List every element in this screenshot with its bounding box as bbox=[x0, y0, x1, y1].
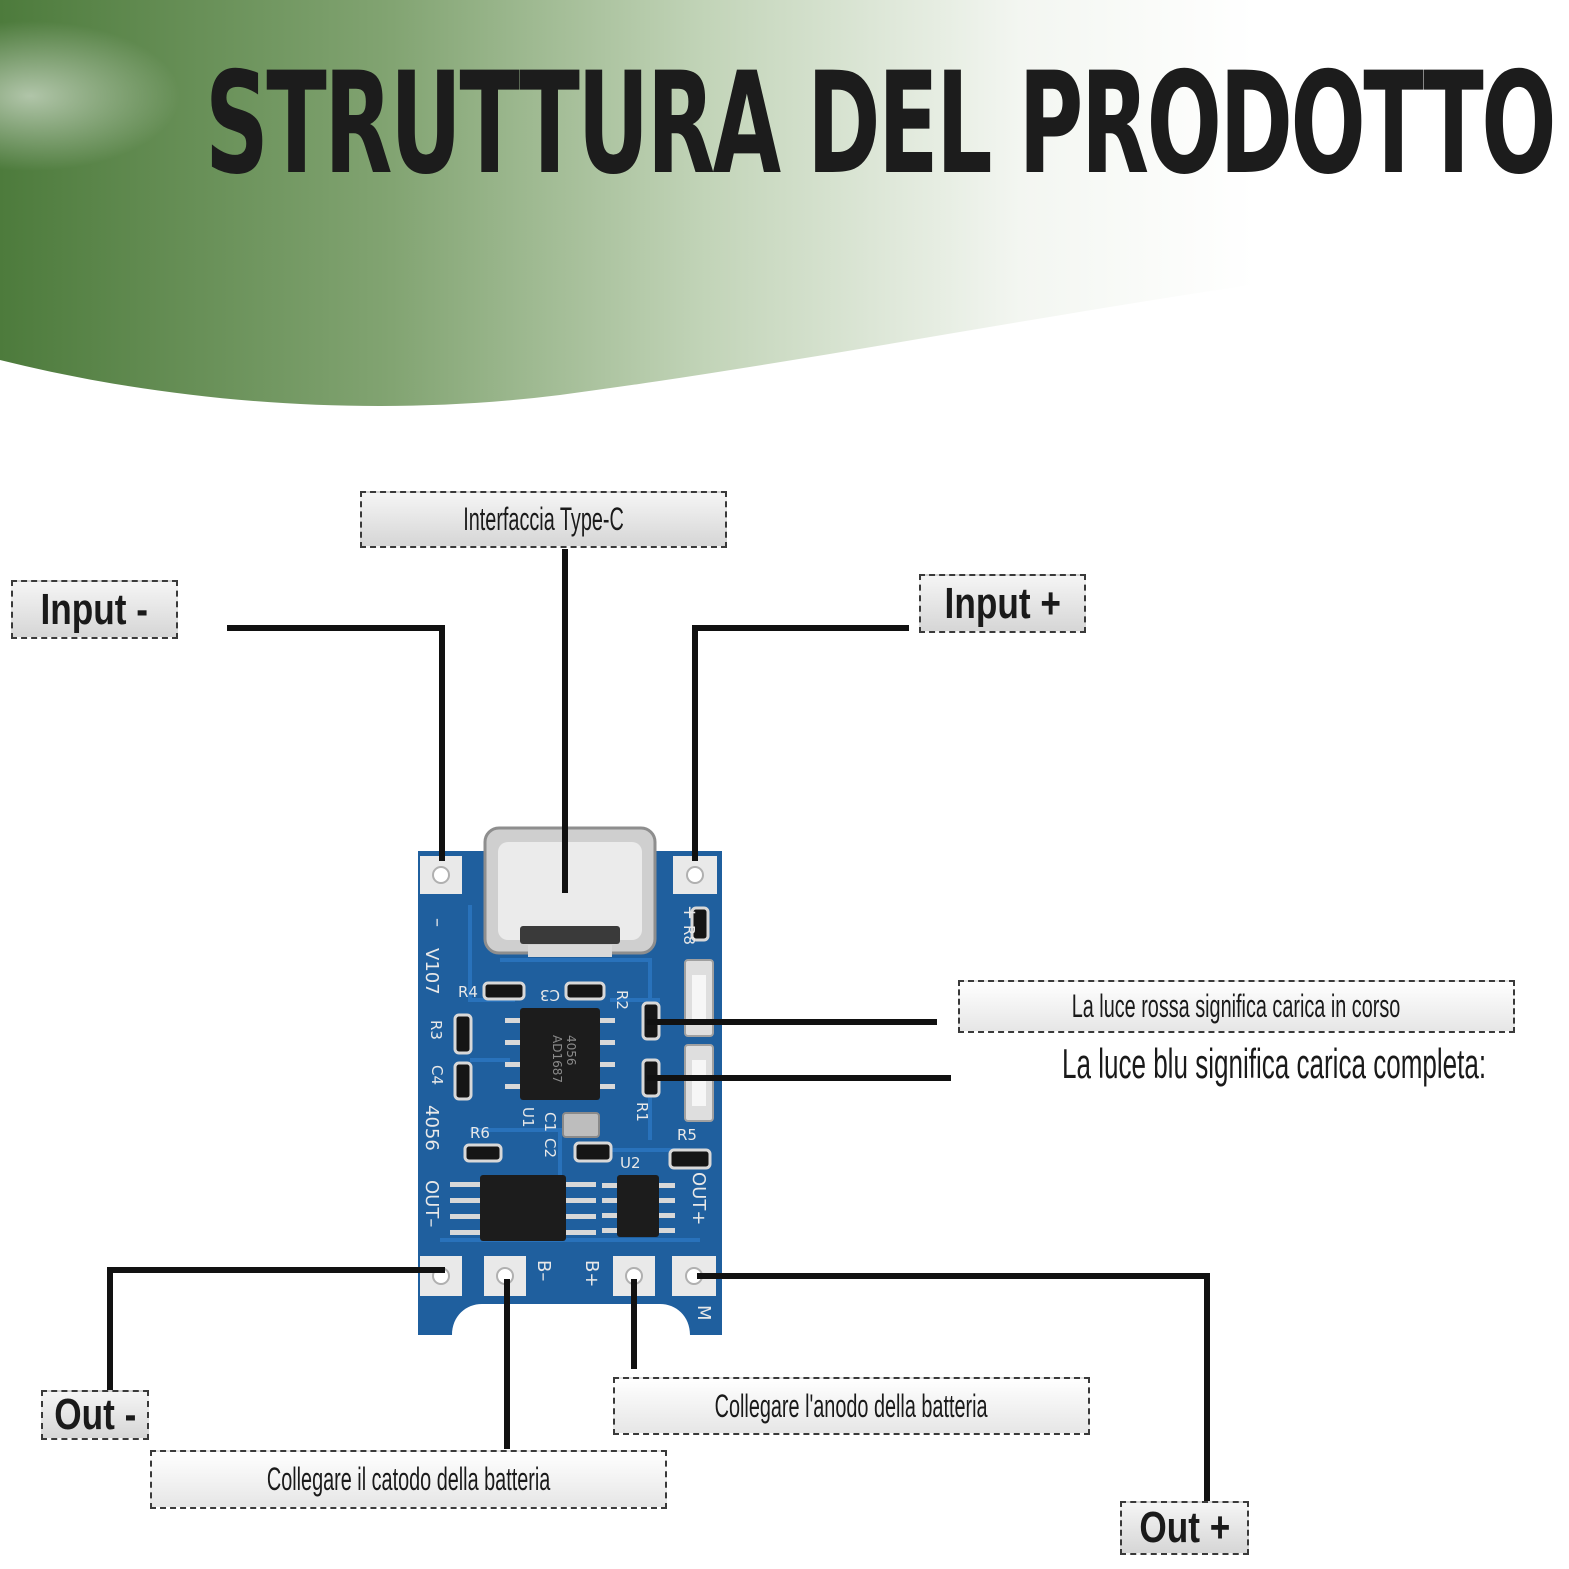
label-cathode: Collegare il catodo della batteria bbox=[150, 1450, 667, 1509]
chip-lot: AD1687 bbox=[550, 1035, 564, 1083]
label-out-minus: Out - bbox=[41, 1390, 149, 1440]
silk-m: M bbox=[693, 1305, 714, 1321]
chip-code: 4056 bbox=[564, 1035, 578, 1066]
silk-c4: C4 bbox=[428, 1065, 446, 1085]
silk-r1: R1 bbox=[633, 1102, 651, 1122]
leader-input-plus bbox=[692, 625, 909, 861]
label-blue-light: La luce blu significa carica completa: bbox=[1062, 1040, 1487, 1087]
silk-r4: R4 bbox=[458, 983, 478, 1001]
silk-u2: U2 bbox=[620, 1154, 641, 1172]
silk-u1: U1 bbox=[519, 1107, 537, 1128]
label-input-plus: Input + bbox=[919, 574, 1086, 633]
leader-input-minus bbox=[227, 625, 445, 861]
silk-model: 4056 bbox=[421, 1105, 442, 1151]
silk-c2: C2 bbox=[541, 1138, 559, 1158]
label-type-c: Interfaccia Type-C bbox=[360, 491, 727, 548]
usb-c-connector-icon bbox=[483, 826, 657, 957]
silk-r6: R6 bbox=[470, 1124, 490, 1142]
title-banner bbox=[0, 0, 1569, 407]
silk-out-plus: OUT+ bbox=[688, 1172, 709, 1225]
silk-r5: R5 bbox=[677, 1126, 697, 1144]
silk-plus: + bbox=[679, 905, 700, 920]
silk-minus: – bbox=[427, 918, 448, 927]
leader-out-plus bbox=[697, 1273, 1210, 1503]
label-input-minus: Input - bbox=[11, 580, 178, 639]
silk-c3: C3 bbox=[540, 986, 560, 1004]
silk-v107: V107 bbox=[421, 948, 442, 995]
leader-out-minus bbox=[107, 1267, 445, 1393]
silk-r2: R2 bbox=[613, 990, 631, 1010]
silk-r8: R8 bbox=[680, 925, 698, 945]
mosfet-u2 bbox=[602, 1175, 675, 1237]
charger-ic-u1 bbox=[505, 1008, 615, 1100]
protection-ic bbox=[450, 1175, 596, 1241]
silk-c1: C1 bbox=[541, 1112, 559, 1132]
charger-board: – + R8 V107 R4 C3 R2 R3 C4 U1 C1 C2 R1 R… bbox=[418, 826, 722, 1335]
silk-out-minus: OUT– bbox=[421, 1180, 442, 1227]
silk-b-minus: B– bbox=[533, 1260, 554, 1281]
label-anode: Collegare l'anodo della batteria bbox=[613, 1377, 1090, 1435]
silk-r3: R3 bbox=[427, 1020, 445, 1040]
silk-b-plus: B+ bbox=[581, 1260, 602, 1287]
label-out-plus: Out + bbox=[1120, 1501, 1249, 1555]
label-red-light: La luce rossa significa carica in corso bbox=[958, 980, 1515, 1033]
